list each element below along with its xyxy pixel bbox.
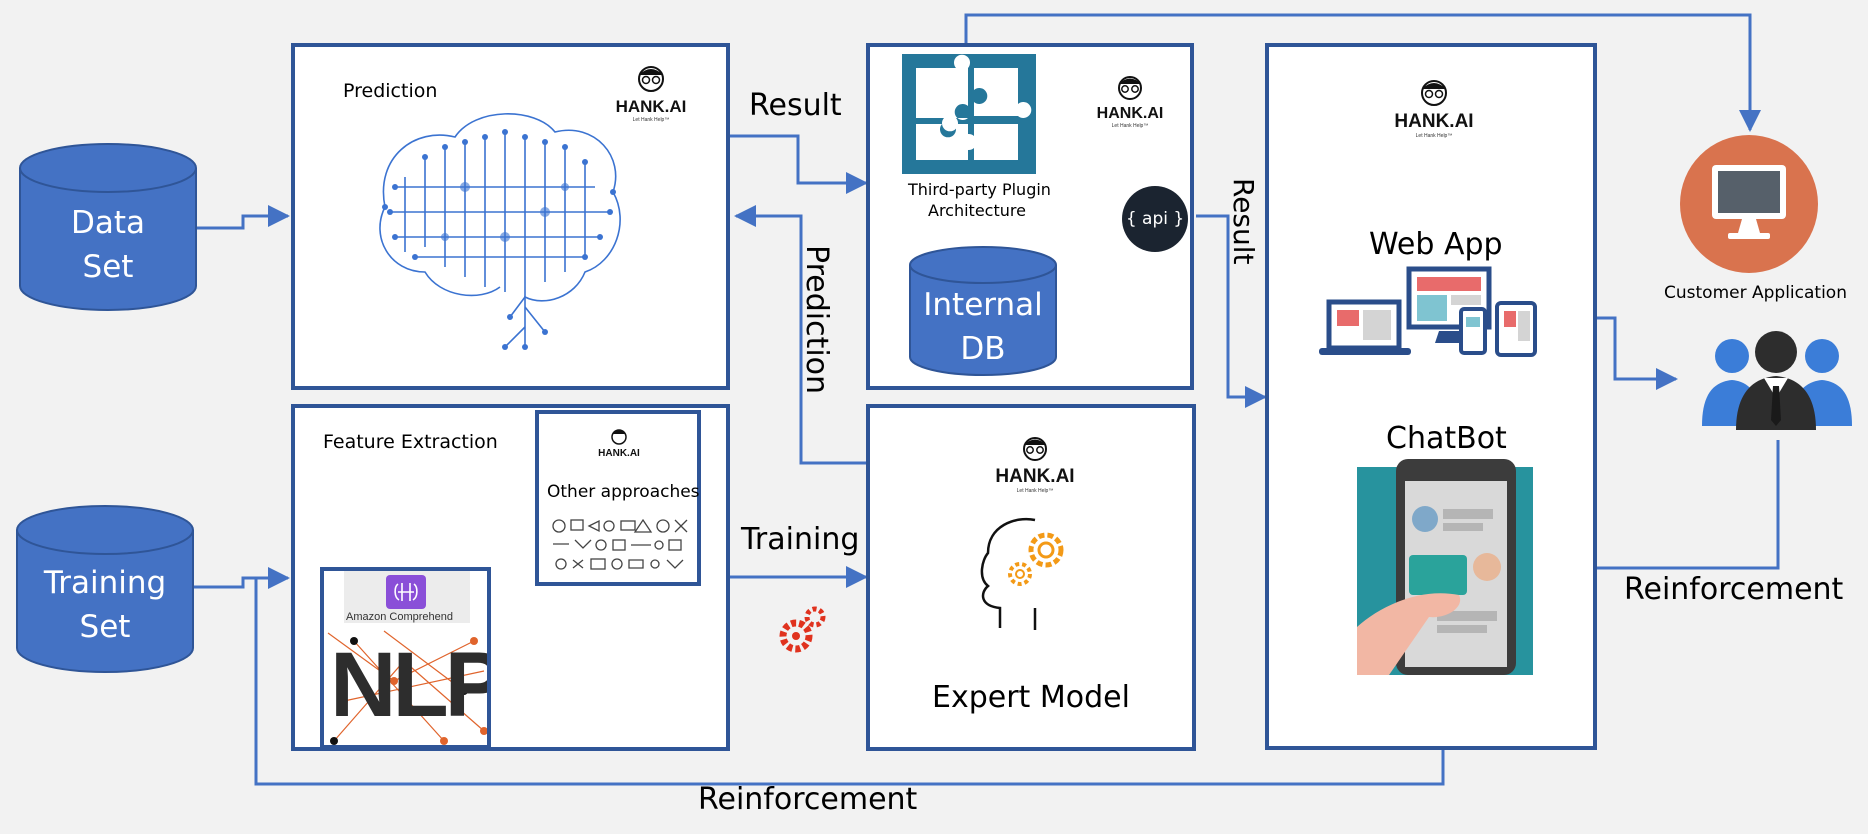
training-set-line2: Set [79, 609, 131, 645]
reinforcement-label-right: Reinforcement [1624, 572, 1844, 607]
web-app-label: Web App [1369, 227, 1503, 262]
feature-extraction-panel: Feature Extraction HANK.AI Other approac… [291, 404, 730, 751]
customer-application-label: Customer Application [1664, 283, 1847, 303]
devices-icon [1319, 266, 1537, 357]
other-approaches-box: HANK.AI Other approaches [535, 410, 701, 586]
nlp-box: Amazon Comprehend NLP [320, 567, 491, 749]
prediction-panel: Prediction HANK.AI Let Hank Help™ [291, 43, 730, 390]
plugin-architecture-panel: Third-party Plugin Architecture HANK.AI … [866, 43, 1194, 390]
hank-tagline: Let Hank Help™ [1415, 133, 1453, 139]
result-arrow-top [730, 134, 868, 194]
hank-name: HANK.AI [1394, 111, 1474, 132]
hank-logo: HANK.AI Let Hank Help™ [990, 432, 1080, 494]
db-line2: DB [960, 331, 1006, 367]
doodles-icon [552, 518, 688, 570]
hank-tagline: Let Hank Help™ [1016, 488, 1054, 494]
result-label-top: Result [749, 88, 842, 123]
other-approaches-label: Other approaches [547, 482, 700, 502]
reinforcement-label-bottom: Reinforcement [698, 782, 918, 817]
users-to-chatbot-arrow [1530, 440, 1780, 579]
puzzle-icon [902, 54, 1036, 174]
nlp-network-graphic [327, 630, 487, 745]
plugin-to-customer-arrow [964, 13, 1761, 132]
nlp-label: NLP [330, 634, 491, 736]
data-to-prediction-arrow [196, 205, 290, 230]
brain-circuit-icon [379, 113, 621, 350]
hank-name: HANK.AI [1096, 105, 1164, 122]
prediction-panel-title: Prediction [343, 80, 438, 102]
prediction-label-vertical: Prediction [799, 245, 834, 395]
hank-name: HANK.AI [598, 448, 640, 459]
hank-tagline: Let Hank Help™ [1111, 123, 1149, 129]
hank-logo: HANK.AI Let Hank Help™ [1389, 75, 1479, 139]
plugin-caption-line1: Third-party Plugin [908, 180, 1051, 199]
api-icon: { api } [1122, 186, 1188, 252]
data-set-line1: Data [70, 205, 146, 241]
chatbot-phone-icon [1357, 459, 1533, 675]
hank-logo: HANK.AI [589, 426, 649, 459]
api-label: { api } [1125, 209, 1185, 229]
data-set-cylinder: Data Set [18, 143, 198, 311]
hank-tagline: Let Hank Help™ [632, 117, 670, 123]
customer-application-icon [1680, 135, 1818, 273]
hank-name: HANK.AI [615, 97, 687, 116]
amazon-comprehend-label: Amazon Comprehend [346, 611, 454, 623]
db-line1: Internal [923, 287, 1043, 323]
training-set-line1: Training [43, 565, 167, 601]
application-panel: HANK.AI Let Hank Help™ Web App ChatBot [1265, 43, 1597, 750]
feature-panel-title: Feature Extraction [323, 431, 498, 453]
plugin-caption-line2: Architecture [928, 201, 1026, 220]
training-set-cylinder: Training Set [15, 505, 195, 673]
hank-name: HANK.AI [995, 466, 1075, 487]
head-gears-icon [980, 517, 1064, 630]
internal-db-cylinder: Internal DB [908, 245, 1058, 377]
chatbot-label: ChatBot [1386, 421, 1507, 456]
result-arrow-side [1196, 214, 1267, 408]
data-set-line2: Set [82, 249, 134, 285]
brain-chip-icon [386, 575, 426, 609]
expert-model-title: Expert Model [932, 680, 1130, 715]
training-label: Training [741, 522, 860, 557]
prediction-vertical-arrow [734, 205, 866, 465]
hank-logo: HANK.AI Let Hank Help™ [611, 61, 691, 123]
result-label-side: Result [1227, 178, 1260, 265]
expert-model-panel: HANK.AI Let Hank Help™ Expert Model [866, 404, 1196, 751]
hank-logo: HANK.AI Let Hank Help™ [1090, 71, 1170, 129]
